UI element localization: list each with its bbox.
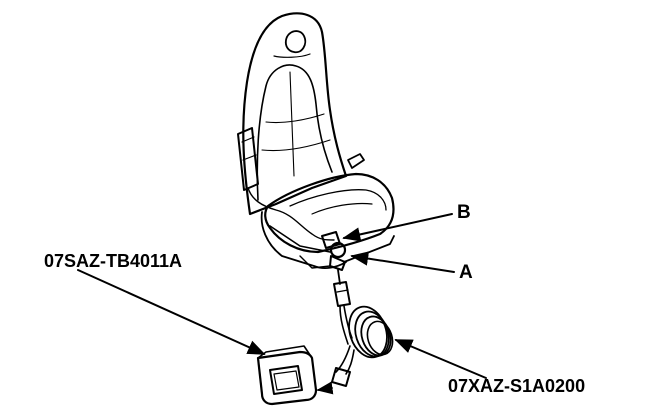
leader-arrows	[77, 213, 487, 379]
part-number-harness: 07XAZ-S1A0200	[448, 376, 586, 396]
arrow-harness	[394, 339, 487, 379]
arrow-tester	[77, 269, 266, 355]
tester-unit-icon	[256, 345, 318, 406]
arrow-b	[342, 213, 453, 242]
callout-label-b: B	[457, 202, 471, 223]
car-seat-icon	[237, 12, 395, 271]
callout-label-a: A	[459, 262, 473, 283]
arrow-a	[350, 251, 455, 273]
test-harness-icon	[316, 269, 394, 395]
part-number-tester: 07SAZ-TB4011A	[44, 251, 183, 271]
